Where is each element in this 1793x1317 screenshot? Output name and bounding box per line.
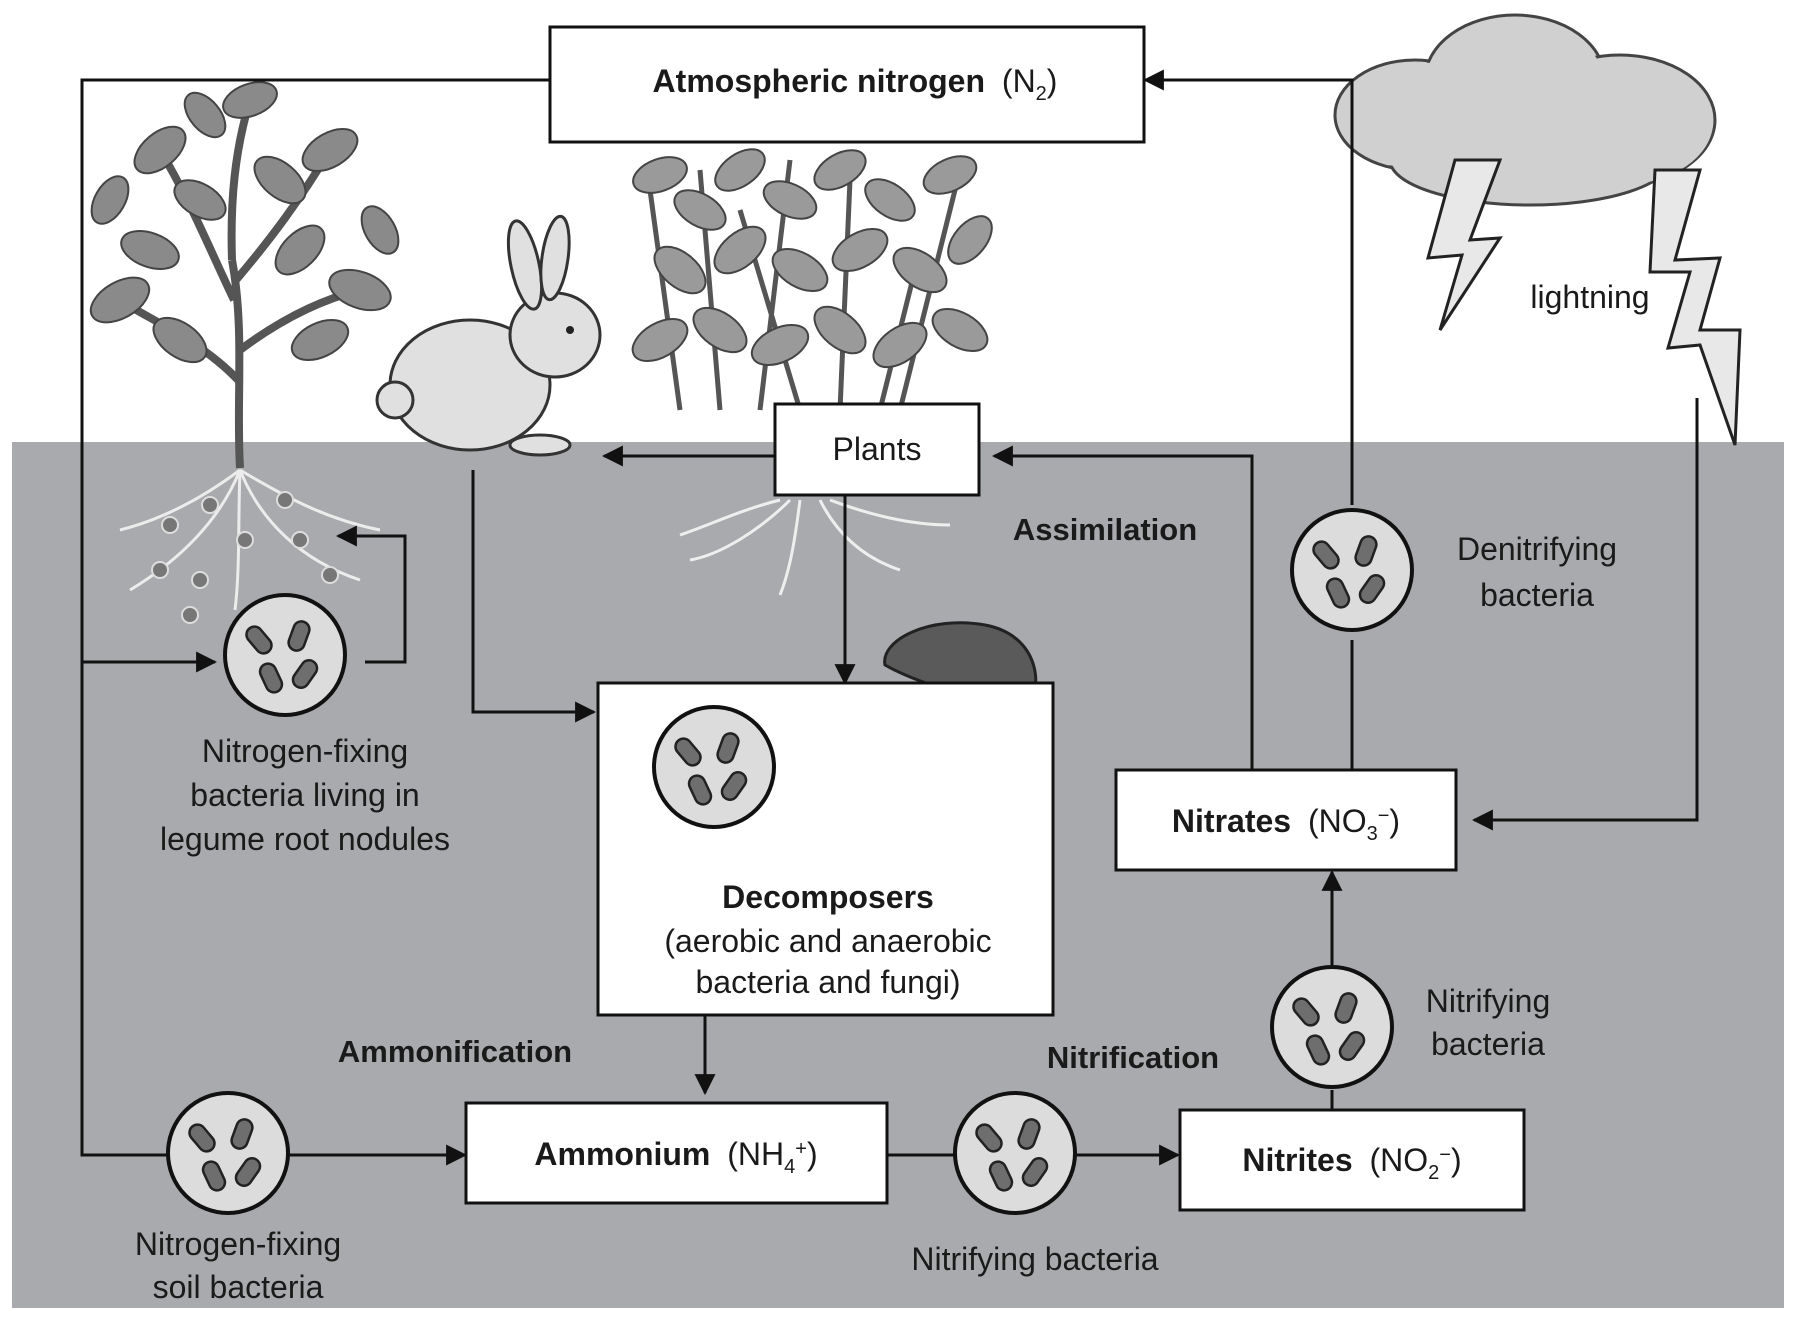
- ammonium-box: Ammonium (NH4+): [464, 1101, 889, 1205]
- lightning-bolt-icon: [1425, 158, 1503, 331]
- bacteria-icon: [953, 1091, 1077, 1215]
- denitrifying-label-2: bacteria: [1480, 577, 1594, 613]
- bacteria-icon: [1290, 508, 1414, 632]
- soil-fixing-label-1: Nitrogen-fixing: [135, 1226, 341, 1262]
- rabbit-icon: [375, 214, 602, 457]
- plants-icon: [631, 148, 993, 596]
- lightning-bolt-icon: [1648, 168, 1742, 446]
- decomposers-box: Decomposers (aerobic and anaerobic bacte…: [596, 681, 1055, 1017]
- nitrites-box: Nitrites (NO2−): [1178, 1108, 1526, 1212]
- bacteria-icon: [1270, 965, 1394, 1089]
- ammonification-label: Ammonification: [338, 1034, 572, 1069]
- cloud-icon: [1333, 13, 1717, 207]
- ammonium-label: Ammonium: [534, 1136, 710, 1172]
- legume-plant-icon: [89, 81, 400, 624]
- legume-fixing-label-2: bacteria living in: [190, 777, 419, 813]
- bacteria-icon: [166, 1091, 290, 1215]
- decomposers-line1: (aerobic and anaerobic: [664, 923, 991, 959]
- bacteria-icon: [223, 593, 347, 717]
- decomposers-title: Decomposers: [722, 879, 934, 915]
- nitrifying-bottom-label: Nitrifying bacteria: [911, 1241, 1158, 1277]
- assimilation-label: Assimilation: [1013, 512, 1197, 547]
- svg-text:Atmospheric nitrogen (N2: Atmospheric nitrogen (N2): [653, 63, 1058, 105]
- lightning-label: lightning: [1530, 279, 1649, 315]
- legume-fixing-label-3: legume root nodules: [160, 821, 450, 857]
- atmospheric-label: Atmospheric nitrogen: [653, 63, 985, 99]
- denitrifying-label-1: Denitrifying: [1457, 531, 1617, 567]
- svg-text:Ammonium (NH4+): Ammonium (NH4+): [534, 1136, 817, 1178]
- bacteria-icon: [652, 705, 776, 829]
- nitrification-label: Nitrification: [1047, 1040, 1219, 1075]
- svg-text:Nitrates (NO3−): Nitrates (NO3−): [1172, 803, 1400, 845]
- nitrates-label: Nitrates: [1172, 803, 1291, 839]
- legume-fixing-label-1: Nitrogen-fixing: [202, 733, 408, 769]
- connector-lines: [80, 69, 1699, 1166]
- atmospheric-nitrogen-box: Atmospheric nitrogen (N2): [548, 25, 1146, 144]
- decomposers-line2: bacteria and fungi): [695, 964, 960, 1000]
- plants-box: Plants: [773, 402, 981, 497]
- nitrates-box: Nitrates (NO3−): [1114, 768, 1458, 872]
- nitrites-label: Nitrites: [1242, 1142, 1352, 1178]
- nitrifying-right-label-1: Nitrifying: [1426, 983, 1550, 1019]
- svg-text:Nitrites (NO2−): Nitrites (NO2−): [1242, 1142, 1461, 1184]
- soil-fixing-label-2: soil bacteria: [153, 1269, 324, 1305]
- plants-label: Plants: [833, 431, 922, 467]
- nitrifying-right-label-2: bacteria: [1431, 1026, 1545, 1062]
